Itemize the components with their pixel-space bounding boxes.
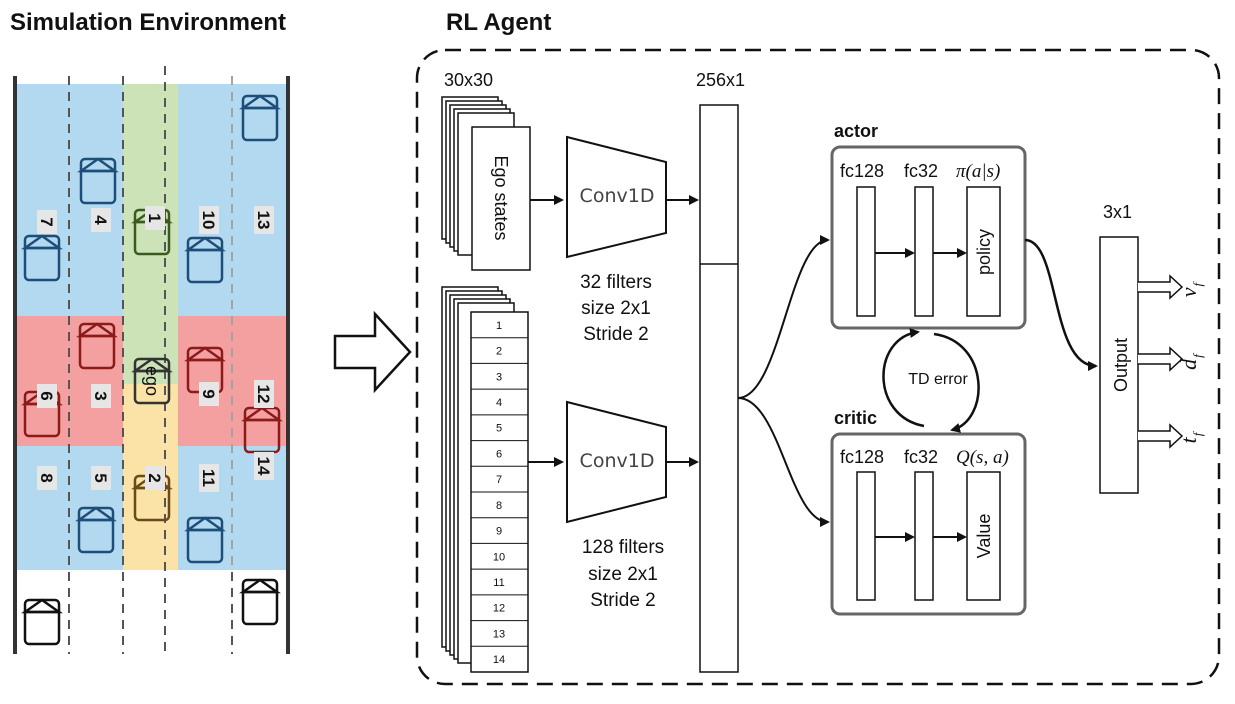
lane-number: 14 xyxy=(254,457,273,476)
row-label: 7 xyxy=(496,474,502,486)
lane-number: 11 xyxy=(199,469,218,487)
road xyxy=(13,66,290,654)
critic-head-label: Value xyxy=(974,514,994,559)
lane-number: 2 xyxy=(145,473,164,482)
critic-math: Q(s, a) xyxy=(956,447,1009,468)
conv-bottom-desc: Stride 2 xyxy=(590,590,655,611)
conv-bottom-desc: 128 filters xyxy=(582,537,664,558)
critic-fc2: fc32 xyxy=(904,447,938,467)
lane-number-labels: 1 2 3 4 5 6 7 8 9 10 11 12 13 14 ego xyxy=(37,206,274,492)
ego-label: ego xyxy=(142,366,162,396)
lane-number: 1 xyxy=(145,213,164,222)
actor-policy-layer xyxy=(966,186,1001,317)
critic-title: critic xyxy=(834,408,877,428)
agent-title: RL Agent xyxy=(446,9,551,36)
output-vector xyxy=(1099,236,1139,494)
critic-fc32-layer xyxy=(914,471,934,601)
lane-number: 8 xyxy=(37,473,56,482)
car-icon xyxy=(241,578,279,626)
flow-arrow-icon xyxy=(333,310,412,394)
row-label: 3 xyxy=(496,371,502,383)
actor-fc1: fc128 xyxy=(840,161,884,181)
branch-arrow-actor xyxy=(737,235,830,399)
td-error-arrow-up xyxy=(882,328,925,428)
conv1d-top-label: Conv1D xyxy=(580,185,655,207)
conv1d-bottom xyxy=(566,400,667,524)
td-error-arrow-down xyxy=(933,332,980,433)
concat-vector xyxy=(699,104,739,673)
row-label: 5 xyxy=(496,423,502,435)
critic-fc1: fc128 xyxy=(840,447,884,467)
svg-text:df: df xyxy=(1176,352,1205,370)
conv1d-bottom-label: Conv1D xyxy=(580,450,655,472)
car-icon xyxy=(23,598,61,646)
conv-top-desc: size 2x1 xyxy=(581,298,651,319)
row-label: 1 xyxy=(496,320,502,332)
actor-fc128-layer xyxy=(856,186,876,317)
output-arrow-icon xyxy=(1138,423,1184,449)
svg-text:tf: tf xyxy=(1176,430,1205,443)
output-label: Output xyxy=(1111,338,1131,392)
conv-top-desc: Stride 2 xyxy=(583,324,648,345)
lane-number: 10 xyxy=(199,211,218,230)
zone-ego-front xyxy=(123,84,178,316)
lane-number: 4 xyxy=(91,215,110,225)
output-var: df xyxy=(1176,352,1205,370)
zone-right-top xyxy=(178,84,286,316)
critic-value-layer xyxy=(966,471,1001,601)
lane-number: 7 xyxy=(37,217,56,226)
actor-fc2: fc32 xyxy=(904,161,938,181)
critic-fc128-layer xyxy=(856,471,876,601)
conv-top-desc: 32 filters xyxy=(580,272,652,293)
lane-number: 3 xyxy=(91,391,110,400)
lane-number: 5 xyxy=(91,473,110,482)
zone-left-top xyxy=(15,84,123,316)
branch-arrow-critic xyxy=(737,397,830,527)
row-label: 2 xyxy=(496,346,502,358)
lane-number: 12 xyxy=(254,385,273,404)
concat-size-label: 256x1 xyxy=(696,70,745,90)
agent-frame xyxy=(415,48,1221,686)
actor-fc32-layer xyxy=(914,186,934,317)
input-size-label: 30x30 xyxy=(444,70,493,90)
ego-states-stack: Ego states xyxy=(441,96,531,271)
ego-states-box xyxy=(471,126,531,271)
output-size-label: 3x1 xyxy=(1103,202,1132,222)
sim-title: Simulation Environment xyxy=(10,9,286,36)
row-label: 14 xyxy=(493,654,505,666)
conv1d-top xyxy=(566,135,667,259)
row-label: 8 xyxy=(496,500,502,512)
actor-head-label: policy xyxy=(974,229,994,275)
output-var: vf xyxy=(1176,280,1205,297)
output-var: tf xyxy=(1176,430,1205,443)
lane-number: 9 xyxy=(199,389,218,398)
output-arrow-icon xyxy=(1138,346,1184,372)
lane-number: 13 xyxy=(254,211,273,230)
row-label: 12 xyxy=(493,603,505,615)
ego-states-label: Ego states xyxy=(491,155,511,240)
row-label: 9 xyxy=(496,526,502,538)
actor-to-output-arrow xyxy=(1024,238,1098,371)
conv-bottom-desc: size 2x1 xyxy=(588,564,658,585)
output-arrow-icon xyxy=(1138,274,1184,300)
output-arrows xyxy=(1138,274,1184,449)
svg-text:vf: vf xyxy=(1176,280,1205,297)
td-error-label: TD error xyxy=(908,371,968,388)
row-label: 10 xyxy=(493,551,505,563)
row-label: 4 xyxy=(496,397,502,409)
actor-math: π(a|s) xyxy=(956,161,1000,182)
row-label: 6 xyxy=(496,448,502,460)
lane-number: 6 xyxy=(37,391,56,400)
actor-title: actor xyxy=(834,121,878,141)
row-label: 13 xyxy=(493,628,505,640)
row-label: 11 xyxy=(493,577,504,589)
